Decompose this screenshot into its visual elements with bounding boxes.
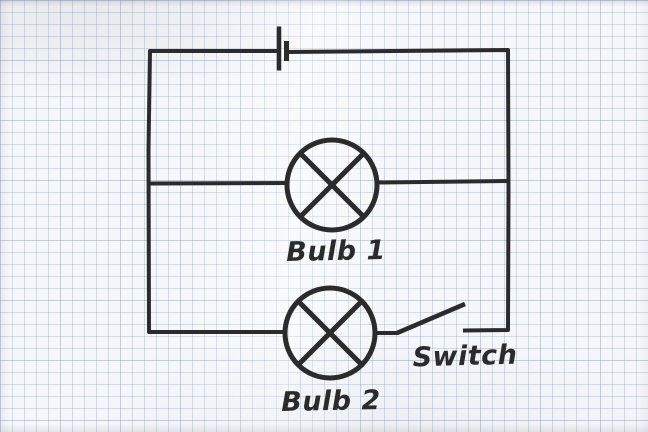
wires xyxy=(146,48,511,335)
wire-top-right-and-right-side xyxy=(287,48,511,333)
battery-symbol xyxy=(276,26,289,71)
wire-middle-branch-left xyxy=(148,181,289,186)
bulb-1-symbol xyxy=(284,137,380,233)
switch-arm xyxy=(396,301,466,336)
bulb-1-cross-line xyxy=(298,151,366,219)
open-switch-symbol xyxy=(396,301,466,336)
bulb-2-circle xyxy=(282,285,378,381)
bulb-2-symbol xyxy=(282,285,378,381)
wire-middle-branch-right xyxy=(375,179,509,185)
bulb-2-cross-line xyxy=(296,299,364,367)
switch-label: Switch xyxy=(412,340,518,374)
wire-top-left-and-left-side xyxy=(146,49,286,334)
bulb-1-label: Bulb 1 xyxy=(286,235,386,268)
bulb-1-circle xyxy=(284,137,380,233)
bulb-2-label: Bulb 2 xyxy=(281,385,381,418)
